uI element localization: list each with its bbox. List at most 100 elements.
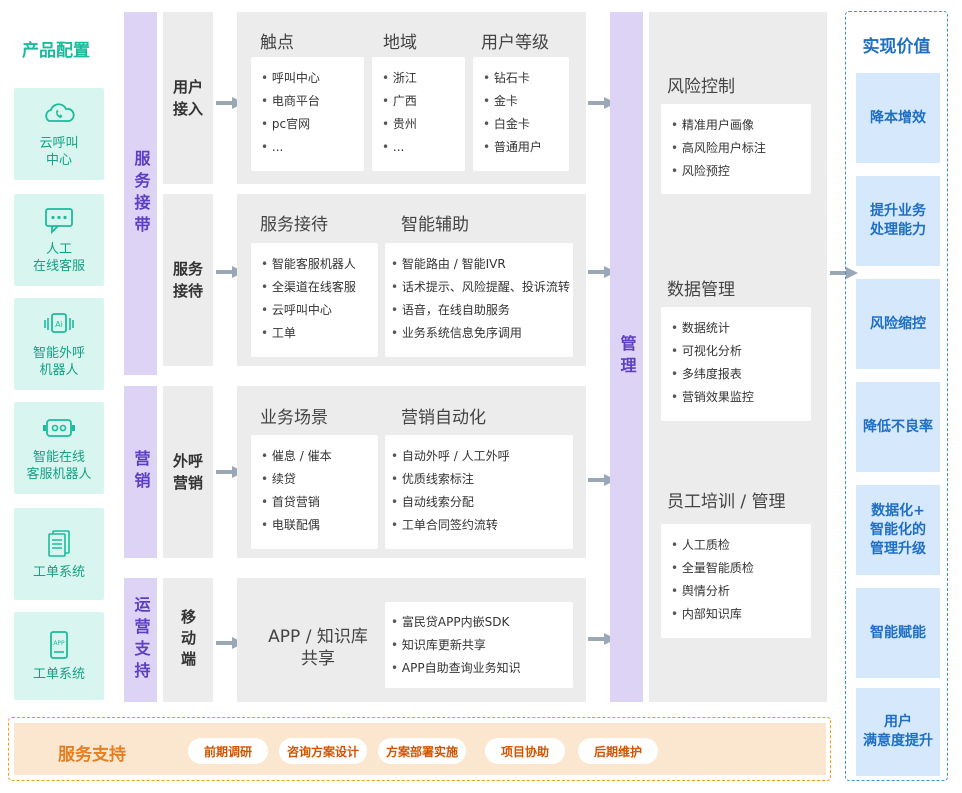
service-reception-card: 智能客服机器人 全渠道在线客服 云呼叫中心 工单 <box>251 243 378 357</box>
list-item: 知识库更新共享 <box>391 634 563 657</box>
support-step: 方案部署实施 <box>378 738 466 764</box>
value-item: 风险缩控 <box>856 279 940 369</box>
list-item: 广西 <box>382 90 455 113</box>
list-item: 浙江 <box>382 67 455 90</box>
list-item: APP自助查询业务知识 <box>391 657 563 680</box>
sub-mobile: 移动端 <box>163 578 213 702</box>
list-item: 优质线索标注 <box>391 468 563 491</box>
product-label: 智能在线 客服机器人 <box>26 450 92 482</box>
support-step: 后期维护 <box>578 738 658 764</box>
list-item: 可视化分析 <box>671 340 801 363</box>
list-item: 电商平台 <box>261 90 354 113</box>
value-panel <box>845 11 948 781</box>
value-item: 提升业务 处理能力 <box>856 176 940 266</box>
value-title: 实现价值 <box>862 37 931 57</box>
value-item: 智能赋能 <box>856 588 940 678</box>
list-item: 自动线索分配 <box>391 491 563 514</box>
product-ticket-system[interactable]: 工单系统 <box>14 508 104 600</box>
app-knowledge-title: APP / 知识库 共享 <box>268 627 368 669</box>
list-item: 语音，在线自助服务 <box>391 299 563 322</box>
list-item: 风险预控 <box>671 160 801 183</box>
support-step: 项目协助 <box>485 738 565 764</box>
phone-cloud-icon <box>45 103 75 122</box>
management-bar: 管理 <box>610 12 643 702</box>
sub-service-reception: 服务 接待 <box>163 194 213 366</box>
product-label: 云呼叫 中心 <box>39 136 79 168</box>
chat-bubble-icon <box>45 208 73 235</box>
touchpoints-title: 触点 <box>260 33 294 53</box>
category-operations-label: 运营支持 <box>131 596 151 684</box>
document-icon <box>48 529 70 557</box>
category-marketing-label: 营销 <box>131 450 151 494</box>
value-item: 降低不良率 <box>856 382 940 472</box>
list-item: 智能路由 / 智能IVR <box>391 253 563 276</box>
value-item: 降本增效 <box>856 73 940 163</box>
list-item: 业务系统信息免序调用 <box>391 322 563 345</box>
service-reception-title: 服务接待 <box>260 215 328 235</box>
region-card: 浙江 广西 贵州 ... <box>372 57 465 171</box>
list-item: 首贷营销 <box>261 491 368 514</box>
list-item: 电联配偶 <box>261 514 368 537</box>
list-item: 智能客服机器人 <box>261 253 368 276</box>
product-label: 工单系统 <box>32 666 85 682</box>
list-item: 精准用户画像 <box>671 114 801 137</box>
category-operations: 运营支持 <box>124 578 157 702</box>
risk-title: 风险控制 <box>667 77 735 97</box>
management-label: 管理 <box>617 335 637 379</box>
list-item: 贵州 <box>382 113 455 136</box>
list-item: 数据统计 <box>671 317 801 340</box>
support-step: 咨询方案设计 <box>279 738 367 764</box>
svg-text:APP: APP <box>53 640 65 647</box>
list-item: 富民贷APP内嵌SDK <box>391 611 563 634</box>
list-item: 呼叫中心 <box>261 67 354 90</box>
marketing-auto-title: 营销自动化 <box>401 408 486 428</box>
svg-text:Ai: Ai <box>55 320 63 329</box>
list-item: 话术提示、风险提醒、投诉流转 <box>391 276 570 299</box>
category-service: 服务接带 <box>124 12 157 375</box>
product-config-title: 产品配置 <box>22 41 90 61</box>
product-outbound-robot[interactable]: Ai 智能外呼 机器人 <box>14 298 104 390</box>
sub-outbound-marketing: 外呼 营销 <box>163 386 213 558</box>
category-service-label: 服务接带 <box>131 149 151 238</box>
business-scene-card: 催息 / 催本 续贷 首贷营销 电联配偶 <box>251 435 378 549</box>
list-item: 自动外呼 / 人工外呼 <box>391 445 563 468</box>
list-item: 续贷 <box>261 468 368 491</box>
list-item: 白金卡 <box>483 113 559 136</box>
list-item: 普通用户 <box>483 136 559 159</box>
user-level-card: 钻石卡 金卡 白金卡 普通用户 <box>473 57 569 171</box>
value-item: 用户 满意度提升 <box>856 688 940 776</box>
value-item: 数据化+ 智能化的 管理升级 <box>856 485 940 575</box>
smart-assist-card: 智能路由 / 智能IVR 话术提示、风险提醒、投诉流转 语音，在线自助服务 业务… <box>385 243 573 357</box>
staff-card: 人工质检 全量智能质检 舆情分析 内部知识库 <box>661 524 811 638</box>
ai-voice-icon: Ai <box>44 313 74 333</box>
product-label: 工单系统 <box>32 564 85 580</box>
risk-card: 精准用户画像 高风险用户标注 风险预控 <box>661 104 811 194</box>
list-item: 工单合同签约流转 <box>391 514 563 537</box>
list-item: 内部知识库 <box>671 603 801 626</box>
support-step: 前期调研 <box>188 738 268 764</box>
staff-title: 员工培训 / 管理 <box>667 492 786 512</box>
list-item: 催息 / 催本 <box>261 445 368 468</box>
robot-icon <box>43 419 75 437</box>
product-ticket-system-app[interactable]: APP 工单系统 <box>14 612 104 700</box>
app-icon: APP <box>50 630 68 659</box>
product-online-service[interactable]: 人工 在线客服 <box>14 194 104 286</box>
list-item: 多纬度报表 <box>671 363 801 386</box>
product-online-robot[interactable]: 智能在线 客服机器人 <box>14 402 104 494</box>
list-item: 工单 <box>261 322 368 345</box>
service-support-panel <box>8 717 831 781</box>
product-cloud-call-center[interactable]: 云呼叫 中心 <box>14 88 104 180</box>
list-item: 全渠道在线客服 <box>261 276 368 299</box>
app-knowledge-card: 富民贷APP内嵌SDK 知识库更新共享 APP自助查询业务知识 <box>385 602 573 688</box>
arrow-icon <box>830 267 858 279</box>
region-title: 地域 <box>383 33 417 53</box>
list-item: ... <box>382 136 455 159</box>
list-item: 云呼叫中心 <box>261 299 368 322</box>
list-item: 人工质检 <box>671 534 801 557</box>
product-label: 智能外呼 机器人 <box>32 346 85 378</box>
list-item: 金卡 <box>483 90 559 113</box>
business-scene-title: 业务场景 <box>260 408 328 428</box>
list-item: 营销效果监控 <box>671 386 801 409</box>
user-level-title: 用户等级 <box>481 33 549 53</box>
list-item: pc官网 <box>261 113 354 136</box>
